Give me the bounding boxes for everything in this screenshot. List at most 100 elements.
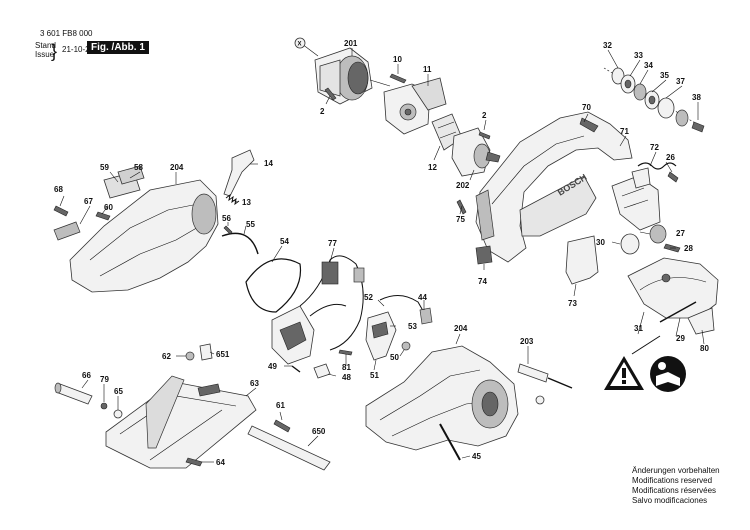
callout-labels: 201 10 11 2 32 33 34 35 37 38 70 71 72 2…: [54, 39, 709, 467]
callout-81: 81: [342, 363, 351, 372]
power-cable-part: [517, 363, 573, 405]
callout-70: 70: [582, 103, 591, 112]
spring-13: [225, 193, 240, 206]
callout-66: 66: [82, 371, 91, 380]
callout-32: 32: [603, 41, 612, 50]
grommet-48: [313, 363, 331, 379]
callout-54: 54: [280, 237, 289, 246]
callout-77: 77: [328, 239, 337, 248]
screw-2a: [324, 87, 337, 101]
callout-204b: 204: [454, 324, 468, 333]
callout-80: 80: [700, 344, 709, 353]
callout-29: 29: [676, 334, 685, 343]
modification-notes: Änderungen vorbehalten Modifications res…: [632, 466, 720, 506]
spindle-housing-part: [451, 127, 501, 177]
callout-650: 650: [312, 427, 326, 436]
warning-triangle-icon: [604, 356, 644, 390]
callout-58: 58: [134, 163, 143, 172]
callout-72: 72: [650, 143, 659, 152]
callout-13: 13: [242, 198, 251, 207]
issue-date: 21-10-20: [62, 45, 95, 54]
note-en: Modifications reserved: [632, 476, 713, 485]
part-number: 3 601 FB8 000: [40, 29, 93, 38]
callout-67: 67: [84, 197, 93, 206]
rod-29: [659, 301, 697, 323]
callout-12: 12: [428, 163, 437, 172]
callout-201: 201: [344, 39, 358, 48]
read-manual-icon: [650, 356, 686, 392]
callout-50: 50: [390, 353, 399, 362]
callout-71: 71: [620, 127, 629, 136]
callout-56: 56: [222, 214, 231, 223]
callout-2b: 2: [482, 111, 487, 120]
callout-11: 11: [423, 65, 432, 74]
pin-56: [223, 225, 233, 235]
tab-80: [687, 307, 715, 335]
electronics-module-part: [271, 255, 365, 365]
spring-part: [631, 162, 677, 189]
gear-housing-part: [383, 73, 447, 135]
housing-left-part: [53, 165, 219, 293]
callout-55: 55: [246, 220, 255, 229]
callout-33: 33: [634, 51, 643, 60]
nut-50: [401, 341, 411, 351]
callout-79: 79: [100, 375, 109, 384]
ring-30: [620, 233, 640, 255]
callout-2a: 2: [320, 107, 325, 116]
note-es: Salvo modificaciones: [632, 496, 708, 505]
screw-26: [667, 171, 679, 183]
callout-26: 26: [666, 153, 675, 162]
callout-10: 10: [393, 55, 402, 64]
callout-65: 65: [114, 387, 123, 396]
callout-52: 52: [364, 293, 373, 302]
base-plate-part: [105, 375, 257, 469]
issue-label: Issue: [35, 50, 55, 59]
knob-651: [199, 343, 213, 361]
callout-14: 14: [264, 159, 273, 168]
callout-74: 74: [478, 277, 487, 286]
callout-49: 49: [268, 362, 277, 371]
callout-30: 30: [596, 238, 605, 247]
clip-55: [221, 232, 259, 255]
callout-75: 75: [456, 215, 465, 224]
bracket-73: [565, 235, 599, 285]
washer-62: [185, 351, 195, 361]
callout-48: 48: [342, 373, 351, 382]
callout-203: 203: [520, 337, 534, 346]
trigger-switch-part: [365, 295, 433, 361]
svg-text:X: X: [298, 42, 302, 48]
switch-74: [475, 245, 493, 265]
callout-35: 35: [660, 71, 669, 80]
bushing-27: [649, 224, 667, 244]
callout-45: 45: [472, 452, 481, 461]
callout-44: 44: [418, 293, 427, 302]
callout-53: 53: [408, 322, 417, 331]
callout-31: 31: [634, 324, 643, 333]
housing-right-part: [365, 345, 519, 451]
callout-204a: 204: [170, 163, 184, 172]
note-fr: Modifications réservées: [632, 486, 717, 495]
note-de: Änderungen vorbehalten: [632, 466, 720, 475]
leader-lines: [59, 48, 705, 463]
brush-holder-14: [223, 149, 255, 197]
callout-27: 27: [676, 229, 685, 238]
motor-part: X: [294, 37, 391, 105]
lower-guard-part: [627, 257, 719, 319]
cable-holder-54: [245, 258, 302, 313]
callout-59: 59: [100, 163, 109, 172]
pin-81: [338, 349, 353, 356]
callout-28: 28: [684, 244, 693, 253]
washer-stack: [603, 67, 705, 133]
callout-61: 61: [276, 401, 285, 410]
wire-49: [291, 365, 301, 373]
callout-651: 651: [216, 350, 230, 359]
callout-64: 64: [216, 458, 225, 467]
callout-62: 62: [162, 352, 171, 361]
callout-51: 51: [370, 371, 379, 380]
callout-37: 37: [676, 77, 685, 86]
pin-61: [273, 419, 291, 433]
handle-rod-part: [54, 382, 123, 419]
callout-202: 202: [456, 181, 470, 190]
screw-64: [185, 457, 203, 467]
